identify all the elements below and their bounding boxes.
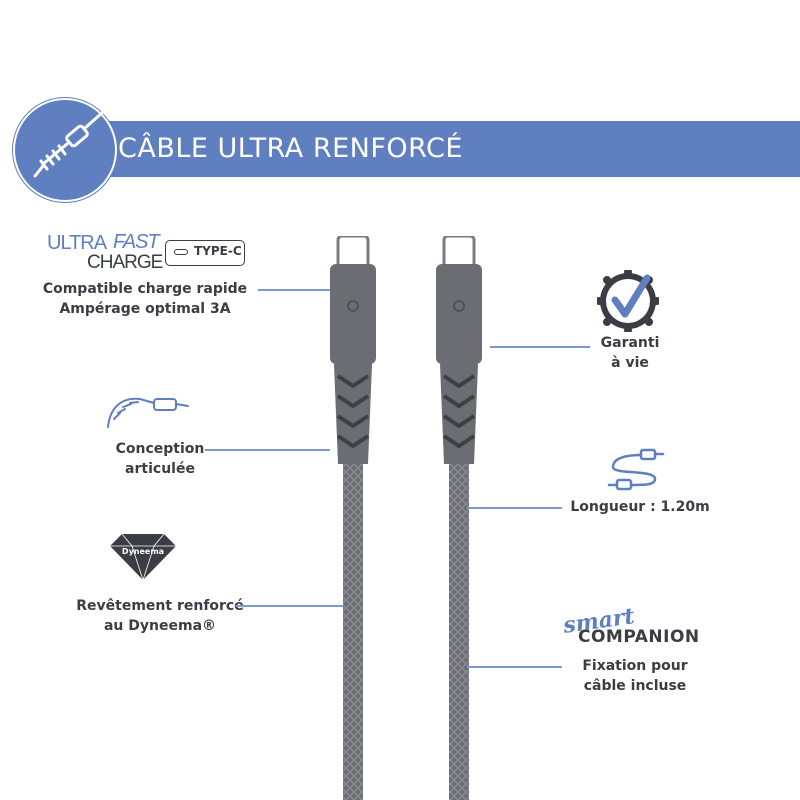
page-title: CÂBLE ULTRA RENFORCÉ [118, 133, 463, 164]
right-cable [436, 236, 482, 800]
companion-logo-text: COMPANION [578, 627, 700, 647]
cable-length-icon [607, 448, 665, 491]
type-c-badge: TYPE-C [165, 240, 245, 266]
warranty-label: Garanti à vie [600, 335, 660, 371]
reinforced-cable-icon [13, 98, 117, 202]
connector-line [236, 605, 344, 607]
connector-line [490, 346, 590, 348]
fast-charge-label: Compatible charge rapide Ampérage optima… [42, 281, 248, 317]
dyneema-label: Revêtement renforcé au Dyneema® [76, 598, 244, 634]
cables-illustration [330, 236, 482, 800]
connector-line [258, 289, 330, 291]
charge-logo-text: CHARGE [87, 252, 163, 273]
dyneema-logo-text: Dyneema [122, 547, 164, 556]
usb-c-plug-icon [174, 249, 188, 255]
dyneema-diamond-icon: Dyneema [110, 533, 176, 581]
ultra-logo-text: ULTRA [47, 232, 107, 254]
warranty-seal-icon [597, 270, 659, 332]
articulated-label: Conception articulée [115, 441, 205, 477]
connector-line [467, 507, 562, 509]
articulated-cable-icon [107, 397, 189, 428]
length-label: Longueur : 1.20m [570, 499, 710, 515]
connector-line [205, 449, 330, 451]
header-banner [60, 121, 800, 177]
left-cable [330, 236, 376, 800]
fast-logo-text: FAST [113, 231, 160, 253]
connector-line [467, 666, 562, 668]
type-c-label: TYPE-C [194, 244, 242, 258]
companion-clip-label: Fixation pour câble incluse [582, 658, 688, 694]
